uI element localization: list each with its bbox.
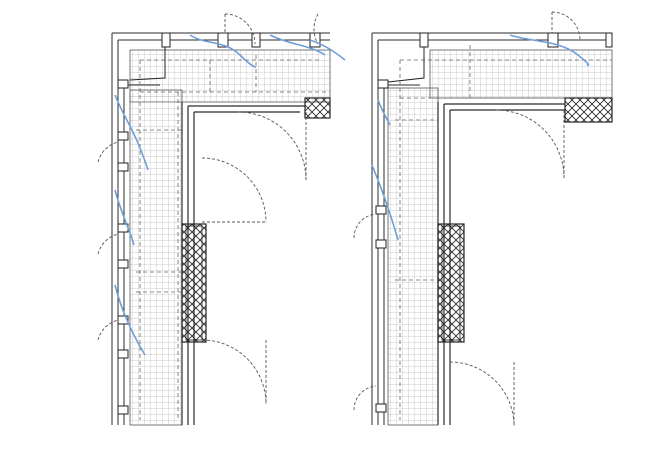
left-airflow-arrows xyxy=(114,34,346,356)
right-top-windows xyxy=(387,32,613,83)
right-insulation-panel xyxy=(437,223,465,343)
right-airflow-arrows xyxy=(371,34,590,241)
left-door-swings xyxy=(97,13,319,405)
left-insulation-panel xyxy=(181,223,207,343)
left-side-windows xyxy=(117,79,129,415)
left-insulation-top xyxy=(304,97,331,119)
right-side-windows xyxy=(375,79,389,413)
plan-left xyxy=(97,13,346,426)
right-door-swings xyxy=(353,11,581,427)
left-dashed-lines xyxy=(136,55,330,420)
left-top-windows xyxy=(129,32,321,81)
right-insulation-top xyxy=(564,97,613,123)
right-exterior-wall-lines xyxy=(371,32,612,425)
plan-right xyxy=(353,11,613,427)
